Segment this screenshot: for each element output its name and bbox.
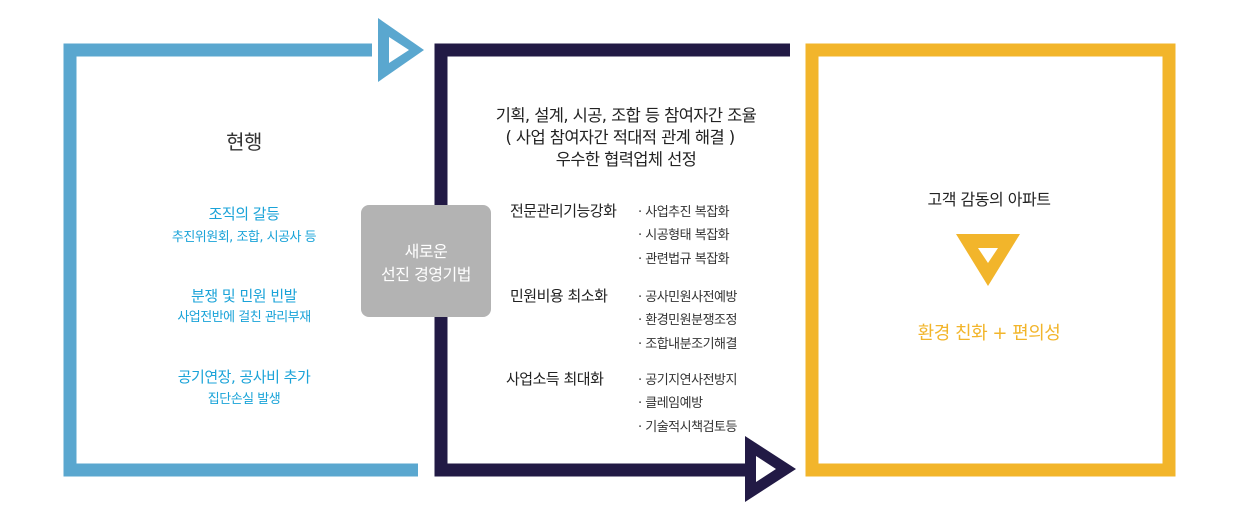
list-item: · 공사민원사전예방 <box>638 290 737 305</box>
result-text: 환경 친화 + 편의성 <box>917 323 1061 344</box>
list-item: · 사업추진 복잡화 <box>638 205 730 220</box>
issue-main: 조직의 갈등 <box>208 205 280 223</box>
issue-sub: 추진위원회, 조합, 시공사 등 <box>171 230 317 245</box>
middle-heading-line: ( 사업 참여자간 적대적 관계 해결 ) <box>505 128 735 147</box>
right-panel-title: 고객 감동의 아파트 <box>927 190 1051 209</box>
middle-heading-line: 기획, 설계, 시공, 조합 등 참여자간 조율 <box>495 106 757 125</box>
middle-heading-line: 우수한 협력업체 선정 <box>555 150 697 169</box>
issue-main: 분쟁 및 민원 빈발 <box>191 287 297 305</box>
list-item: · 공기지연사전방지 <box>638 373 737 388</box>
issue-sub: 사업전반에 걸친 관리부재 <box>177 310 311 325</box>
new-method-box: 새로운 선진 경영기법 <box>361 205 491 317</box>
list-item: · 시공형태 복잡화 <box>638 228 730 243</box>
left-frame <box>63 43 418 477</box>
list-item: · 관련법규 복잡화 <box>638 252 730 267</box>
new-method-line1: 새로운 <box>404 242 448 261</box>
new-method-line2: 선진 경영기법 <box>381 265 471 284</box>
issue-main: 공기연장, 공사비 추가 <box>177 368 311 386</box>
list-item: · 조합내분조기해결 <box>638 337 737 352</box>
list-item: · 기술적시책검토등 <box>638 420 737 435</box>
issue-sub: 집단손실 발생 <box>207 392 281 407</box>
category-label: 사업소득 최대화 <box>506 370 604 388</box>
category-label: 전문관리기능강화 <box>510 202 617 220</box>
list-item: · 클레임예방 <box>638 396 703 411</box>
category-label: 민원비용 최소화 <box>510 287 608 305</box>
right-frame <box>805 43 1176 477</box>
list-item: · 환경민원분쟁조정 <box>638 313 737 328</box>
left-panel-title: 현행 <box>226 130 262 154</box>
